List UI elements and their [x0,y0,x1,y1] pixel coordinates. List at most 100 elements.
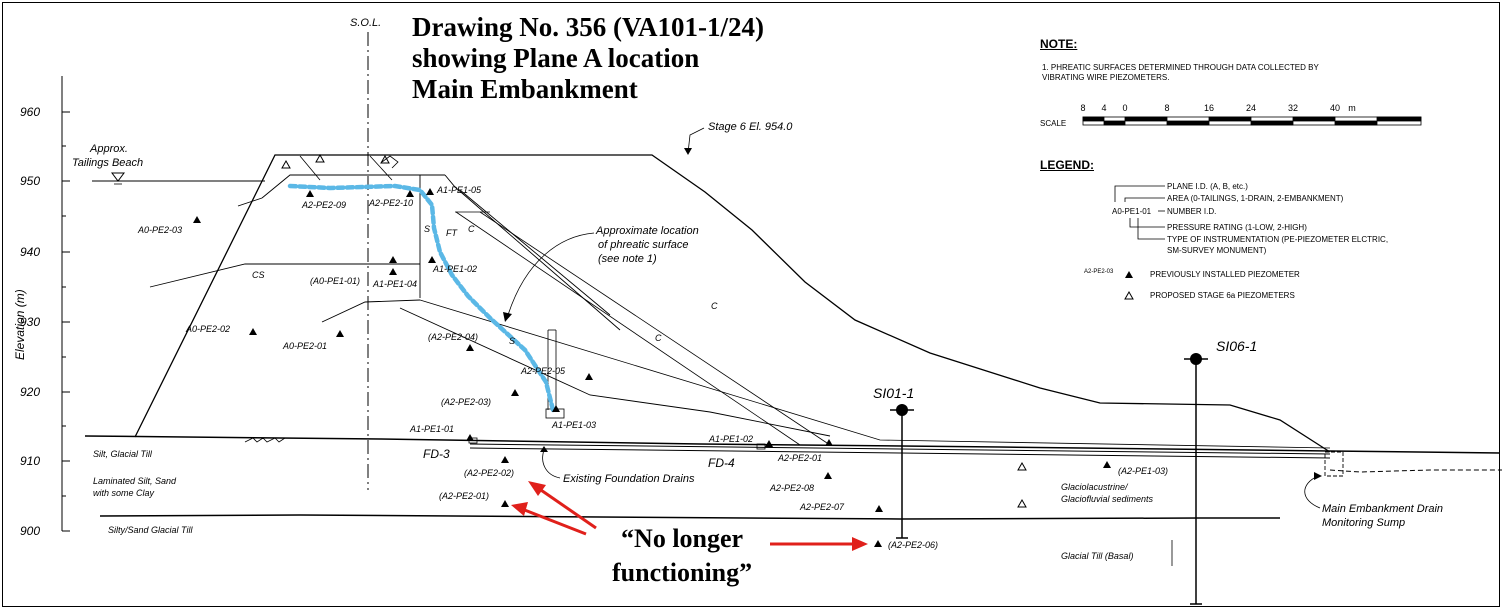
scale-bar [1082,116,1422,126]
inclinometer-label: SI06-1 [1216,338,1257,354]
material-label: Glacial Till (Basal) [1061,551,1133,561]
scale-tick: 32 [1288,103,1298,113]
legend-prev-label: PREVIOUSLY INSTALLED PIEZOMETER [1150,270,1300,279]
foundation-lines [84,435,1502,520]
elevation-axis [61,76,70,532]
sump-leader [1304,475,1321,509]
zone-label: FT [446,228,458,238]
legend-item: SM-SURVEY MONUMENT) [1167,246,1267,255]
piezometer-label: A1-PE1-02 [432,264,477,274]
zone-label: C [711,301,718,311]
piezometer-label: (A2-PE2-01) [439,491,489,501]
tick-label: 950 [20,174,40,188]
callout-line1: “No longer [621,524,744,553]
stage-leader [687,127,705,154]
drain-leader [542,449,561,479]
piezometer-label: (A2-PE2-02) [464,468,514,478]
legend-prop-symbol [1124,290,1134,300]
piezometer-label: A2-PE2-08 [769,483,814,493]
legend-item: PRESSURE RATING (1-LOW, 2-HIGH) [1167,223,1307,232]
title-line1: Drawing No. 356 (VA101-1/24) [412,12,764,42]
phreatic-label-line2: of phreatic surface [598,239,689,251]
sump-leader-arrow [1314,472,1322,480]
scale-tick: 0 [1122,103,1127,113]
callout-line2: functioning” [612,558,753,587]
phreatic-label-line3: (see note 1) [598,253,657,265]
beach-label-line1: Approx. [89,143,128,155]
tick-label: 930 [20,315,40,329]
zone-label: S [509,336,515,346]
installed-piezometers [193,188,1111,547]
material-label: Silt, Glacial Till [93,449,153,459]
legend-item: PLANE I.D. (A, B, etc.) [1167,182,1248,191]
scale-tick: 4 [1101,103,1106,113]
tick-label: 910 [20,454,40,468]
legend-heading: LEGEND: [1040,158,1094,172]
phreatic-label-line1: Approximate location [595,225,699,237]
legend-item: NUMBER I.D. [1167,207,1216,216]
piezometer-label: A0-PE2-03 [137,225,182,235]
stage-leader-arrow [684,148,692,155]
piezometer-label: A2-PE2-01 [777,453,822,463]
embankment-section [92,154,1331,453]
zone-label: C [655,333,662,343]
piezometer-label: A2-PE2-07 [799,502,845,512]
zone-label: CS [252,270,265,280]
inclinometer-si06 [1184,353,1208,605]
scale-unit: m [1348,103,1356,113]
legend-heading-text: LEGEND: [1040,158,1094,172]
inclinometer-si01 [890,404,914,539]
stage-label: Stage 6 El. 954.0 [708,121,793,133]
legend-bracket [1114,185,1165,240]
piezometer-label: (A2-PE2-04) [428,332,478,342]
zone-label: C [468,224,475,234]
material-label: Glaciofluvial sediments [1061,494,1154,504]
material-label: Silty/Sand Glacial Till [108,525,193,535]
piezometer-label: A0-PE2-02 [185,324,230,334]
legend-prev-code: A2-PE2-03 [1084,269,1114,275]
drawing-title: Drawing No. 356 (VA101-1/24) showing Pla… [412,12,764,105]
proposed-piezometers [281,153,1027,508]
note-text: 1. PHREATIC SURFACES DETERMINED THROUGH … [1042,63,1319,82]
piezometer-label: (A2-PE2-03) [441,397,491,407]
legend-item: TYPE OF INSTRUMENTATION (PE-PIEZOMETER E… [1167,235,1388,244]
piezometer-label: A1-PE1-01 [409,424,454,434]
piezometer-label: A1-PE1-02 [708,434,753,444]
tick-label: 900 [20,524,40,538]
tick-label: 920 [20,385,40,399]
material-label: Glaciolacustrine/ [1061,482,1129,492]
tick-label: 940 [20,245,40,259]
no-longer-functioning-callout: “No longer functioning” [612,522,752,590]
inclinometer-label: SI01-1 [873,385,914,401]
piezometer-label: (A2-PE1-03) [1118,466,1168,476]
tick-label: 960 [20,105,40,119]
foundation-drains-label: Existing Foundation Drains [563,473,695,485]
drain-label: FD-3 [423,447,450,461]
phreatic-leader-arrow [503,312,512,322]
zone-label: S [424,224,430,234]
legend-code: A0-PE1-01 [1112,207,1152,216]
sump-label-line1: Main Embankment Drain [1322,503,1443,515]
piezometer-label: A2-PE2-10 [368,198,413,208]
piezometer-label: A2-PE2-09 [301,200,346,210]
drain-label: FD-4 [708,456,735,470]
piezometer-label: A1-PE1-03 [551,420,596,430]
piezometer-label: A0-PE2-01 [282,341,327,351]
piezometer-label: A1-PE1-05 [436,185,482,195]
scale-tick: 8 [1164,103,1169,113]
callout-arrows [511,481,868,551]
scale-tick: 24 [1246,103,1256,113]
piezometer-label: (A2-PE2-06) [888,540,938,550]
phreatic-surface-line [287,183,556,413]
axis-label: Elevation (m) [13,289,27,360]
water-symbol [111,172,125,182]
legend-prev-symbol [1125,271,1133,278]
scale-tick: 8 [1080,103,1085,113]
legend-prop-label: PROPOSED STAGE 6a PIEZOMETERS [1150,291,1295,300]
scale-label: SCALE [1040,119,1067,128]
note-heading: NOTE: [1040,37,1078,51]
piezometer-label: A2-PE2-05 [520,366,566,376]
